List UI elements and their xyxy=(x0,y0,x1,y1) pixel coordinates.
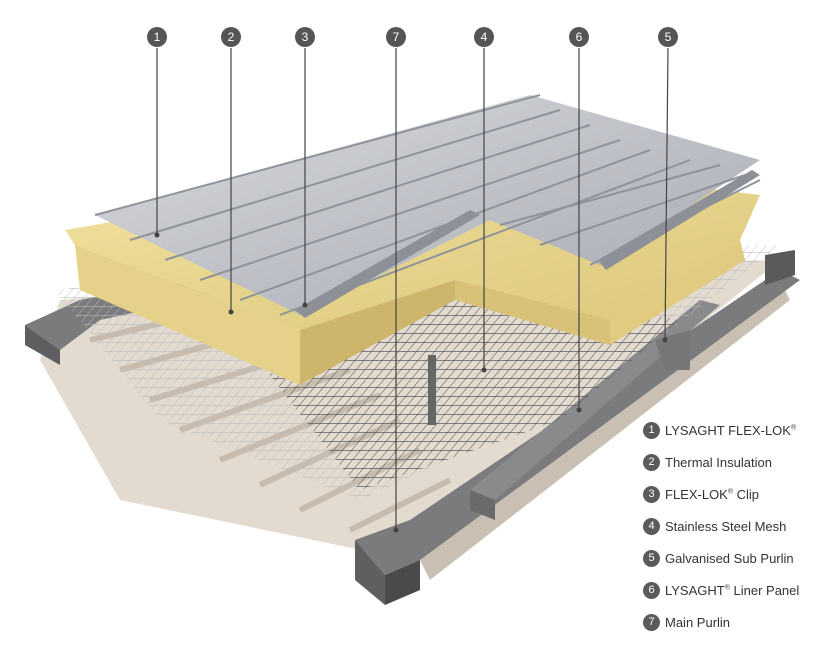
legend-label-rest: Liner Panel xyxy=(729,582,800,598)
legend-item-mesh: 4 Stainless Steel Mesh xyxy=(643,510,799,542)
legend-label: Main Purlin xyxy=(665,614,731,630)
legend-badge: 5 xyxy=(643,549,660,567)
callout-4: 4 xyxy=(474,27,494,47)
registered-mark: ® xyxy=(724,584,730,592)
legend-item-thermal-insulation: 2 Thermal Insulation xyxy=(643,446,799,478)
legend-label: LYSAGHT xyxy=(665,582,725,598)
legend-label: LYSAGHT FLEX-LOK xyxy=(665,422,791,438)
callout-5: 5 xyxy=(658,27,678,47)
flex-lok-roof-sheet xyxy=(94,94,761,318)
callout-2: 2 xyxy=(221,27,241,47)
legend-item-sub-purlin: 5 Galvanised Sub Purlin xyxy=(643,542,799,574)
callout-6: 6 xyxy=(569,27,589,47)
legend-badge: 7 xyxy=(643,613,660,631)
legend-badge: 6 xyxy=(643,581,660,599)
legend: 1 LYSAGHT FLEX-LOK® 2 Thermal Insulation… xyxy=(643,414,799,638)
legend-badge: 2 xyxy=(643,453,660,471)
legend-badge: 1 xyxy=(643,421,660,439)
registered-mark: ® xyxy=(727,488,734,496)
legend-badge: 4 xyxy=(643,517,660,535)
leader-lines xyxy=(156,47,669,530)
clip-post xyxy=(428,355,436,425)
legend-label: Stainless Steel Mesh xyxy=(665,518,787,534)
legend-item-liner-panel: 6 LYSAGHT® Liner Panel xyxy=(643,574,799,606)
registered-mark: ® xyxy=(790,424,797,432)
legend-item-flex-lok: 1 LYSAGHT FLEX-LOK® xyxy=(643,414,799,446)
callout-7: 7 xyxy=(386,27,406,47)
leader-dots xyxy=(154,232,668,533)
legend-label: FLEX-LOK xyxy=(665,486,728,502)
callout-1: 1 xyxy=(147,27,167,47)
legend-badge: 3 xyxy=(643,485,660,503)
callout-3: 3 xyxy=(295,27,315,47)
legend-item-main-purlin: 7 Main Purlin xyxy=(643,606,799,638)
legend-label-rest: Clip xyxy=(733,486,760,502)
legend-item-clip: 3 FLEX-LOK® Clip xyxy=(643,478,799,510)
legend-label: Thermal Insulation xyxy=(665,454,772,470)
legend-label: Galvanised Sub Purlin xyxy=(665,550,794,566)
